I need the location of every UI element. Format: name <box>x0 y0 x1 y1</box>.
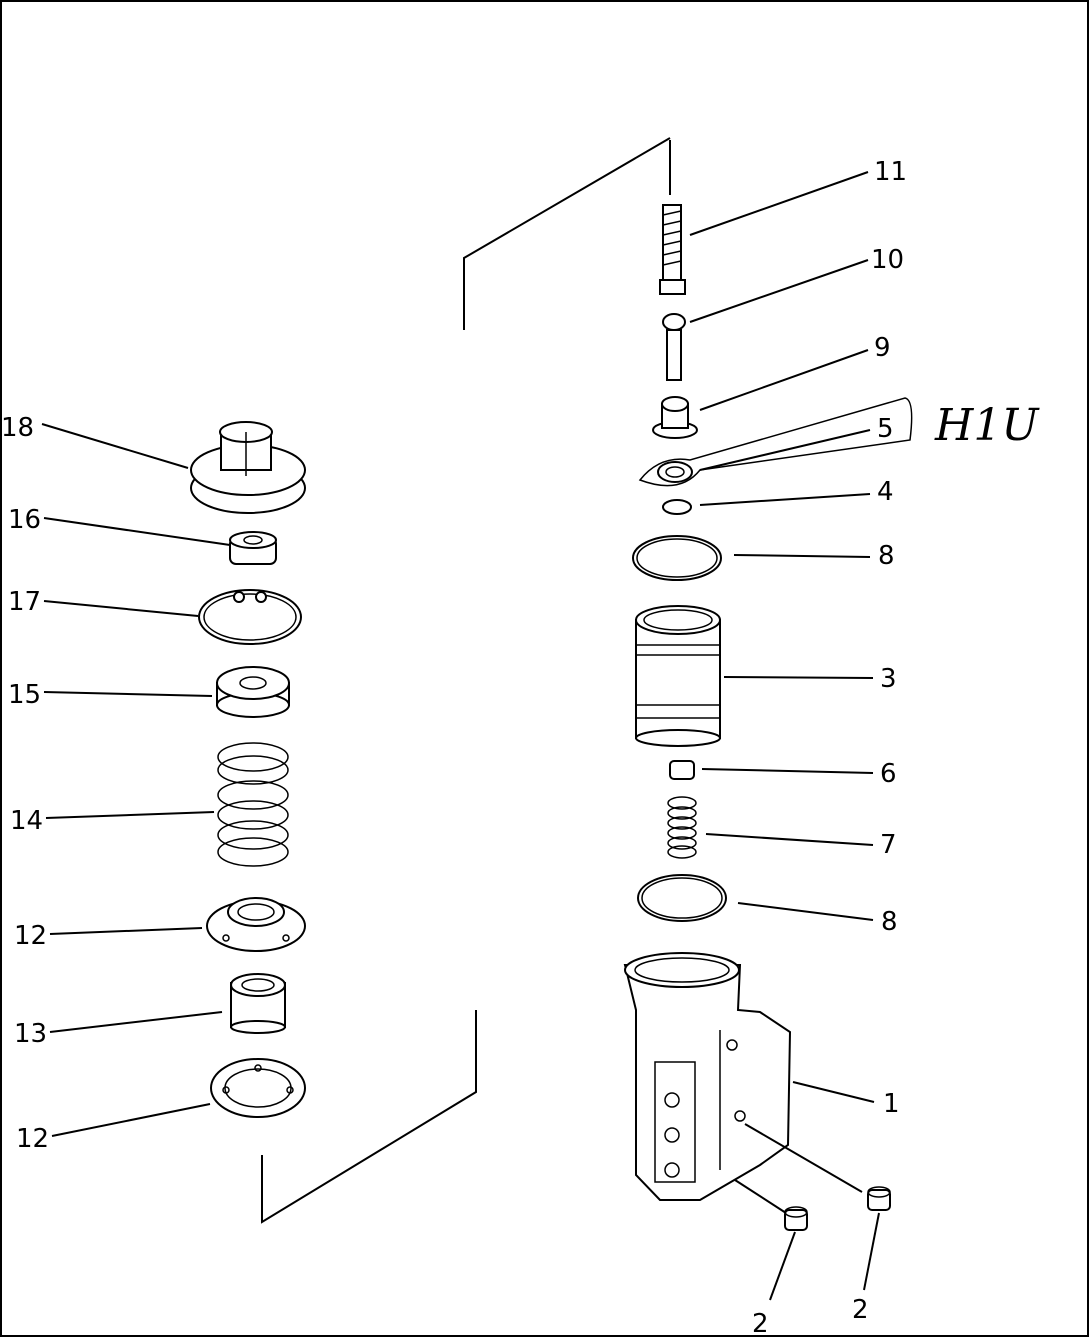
label-9: 9 <box>874 333 891 363</box>
part-11-adjust-screw <box>659 204 686 295</box>
part-2-plug-right <box>867 1186 891 1211</box>
label-10: 10 <box>871 245 904 275</box>
label-8-lower: 8 <box>881 907 898 937</box>
label-6: 6 <box>880 759 897 789</box>
label-12-lower: 12 <box>16 1124 49 1154</box>
part-1-valve-body <box>623 952 792 1201</box>
label-16: 16 <box>8 505 41 535</box>
part-2-plug-left <box>784 1206 808 1231</box>
label-7: 7 <box>880 830 897 860</box>
label-3: 3 <box>880 664 897 694</box>
part-15-retainer <box>216 666 290 718</box>
part-18-cover <box>190 421 306 514</box>
label-15: 15 <box>8 680 41 710</box>
part-16-nut <box>229 531 277 565</box>
label-8-upper: 8 <box>878 541 895 571</box>
part-5-seat <box>638 397 913 487</box>
part-10-pin <box>662 313 686 381</box>
label-2-right: 2 <box>852 1295 869 1325</box>
part-6-block <box>669 760 695 780</box>
label-4: 4 <box>877 477 894 507</box>
label-2-left: 2 <box>752 1309 769 1338</box>
label-14: 14 <box>10 806 43 836</box>
label-11: 11 <box>874 157 907 187</box>
part-13-sleeve <box>230 973 286 1034</box>
handwritten-note: H1U <box>934 400 1040 451</box>
label-5: 5 <box>877 414 894 444</box>
assembly-bracket-top <box>463 137 671 330</box>
part-8-o-ring-upper <box>632 535 722 581</box>
part-4-o-ring <box>662 499 692 515</box>
part-12-seat-upper <box>206 897 306 952</box>
part-9-cap <box>652 396 698 439</box>
part-3-sleeve <box>635 605 721 747</box>
assembly-bracket-bottom <box>261 1010 477 1224</box>
label-1: 1 <box>883 1089 900 1119</box>
leader-lines <box>41 171 880 1301</box>
part-17-snap-ring <box>198 589 302 645</box>
part-7-spring <box>667 796 697 859</box>
part-14-spring <box>217 742 289 867</box>
label-13: 13 <box>14 1019 47 1049</box>
part-8-o-ring-lower <box>637 874 727 922</box>
label-17: 17 <box>8 587 41 617</box>
label-18: 18 <box>1 413 34 443</box>
label-12-upper: 12 <box>14 921 47 951</box>
part-12-seat-lower <box>210 1058 306 1118</box>
